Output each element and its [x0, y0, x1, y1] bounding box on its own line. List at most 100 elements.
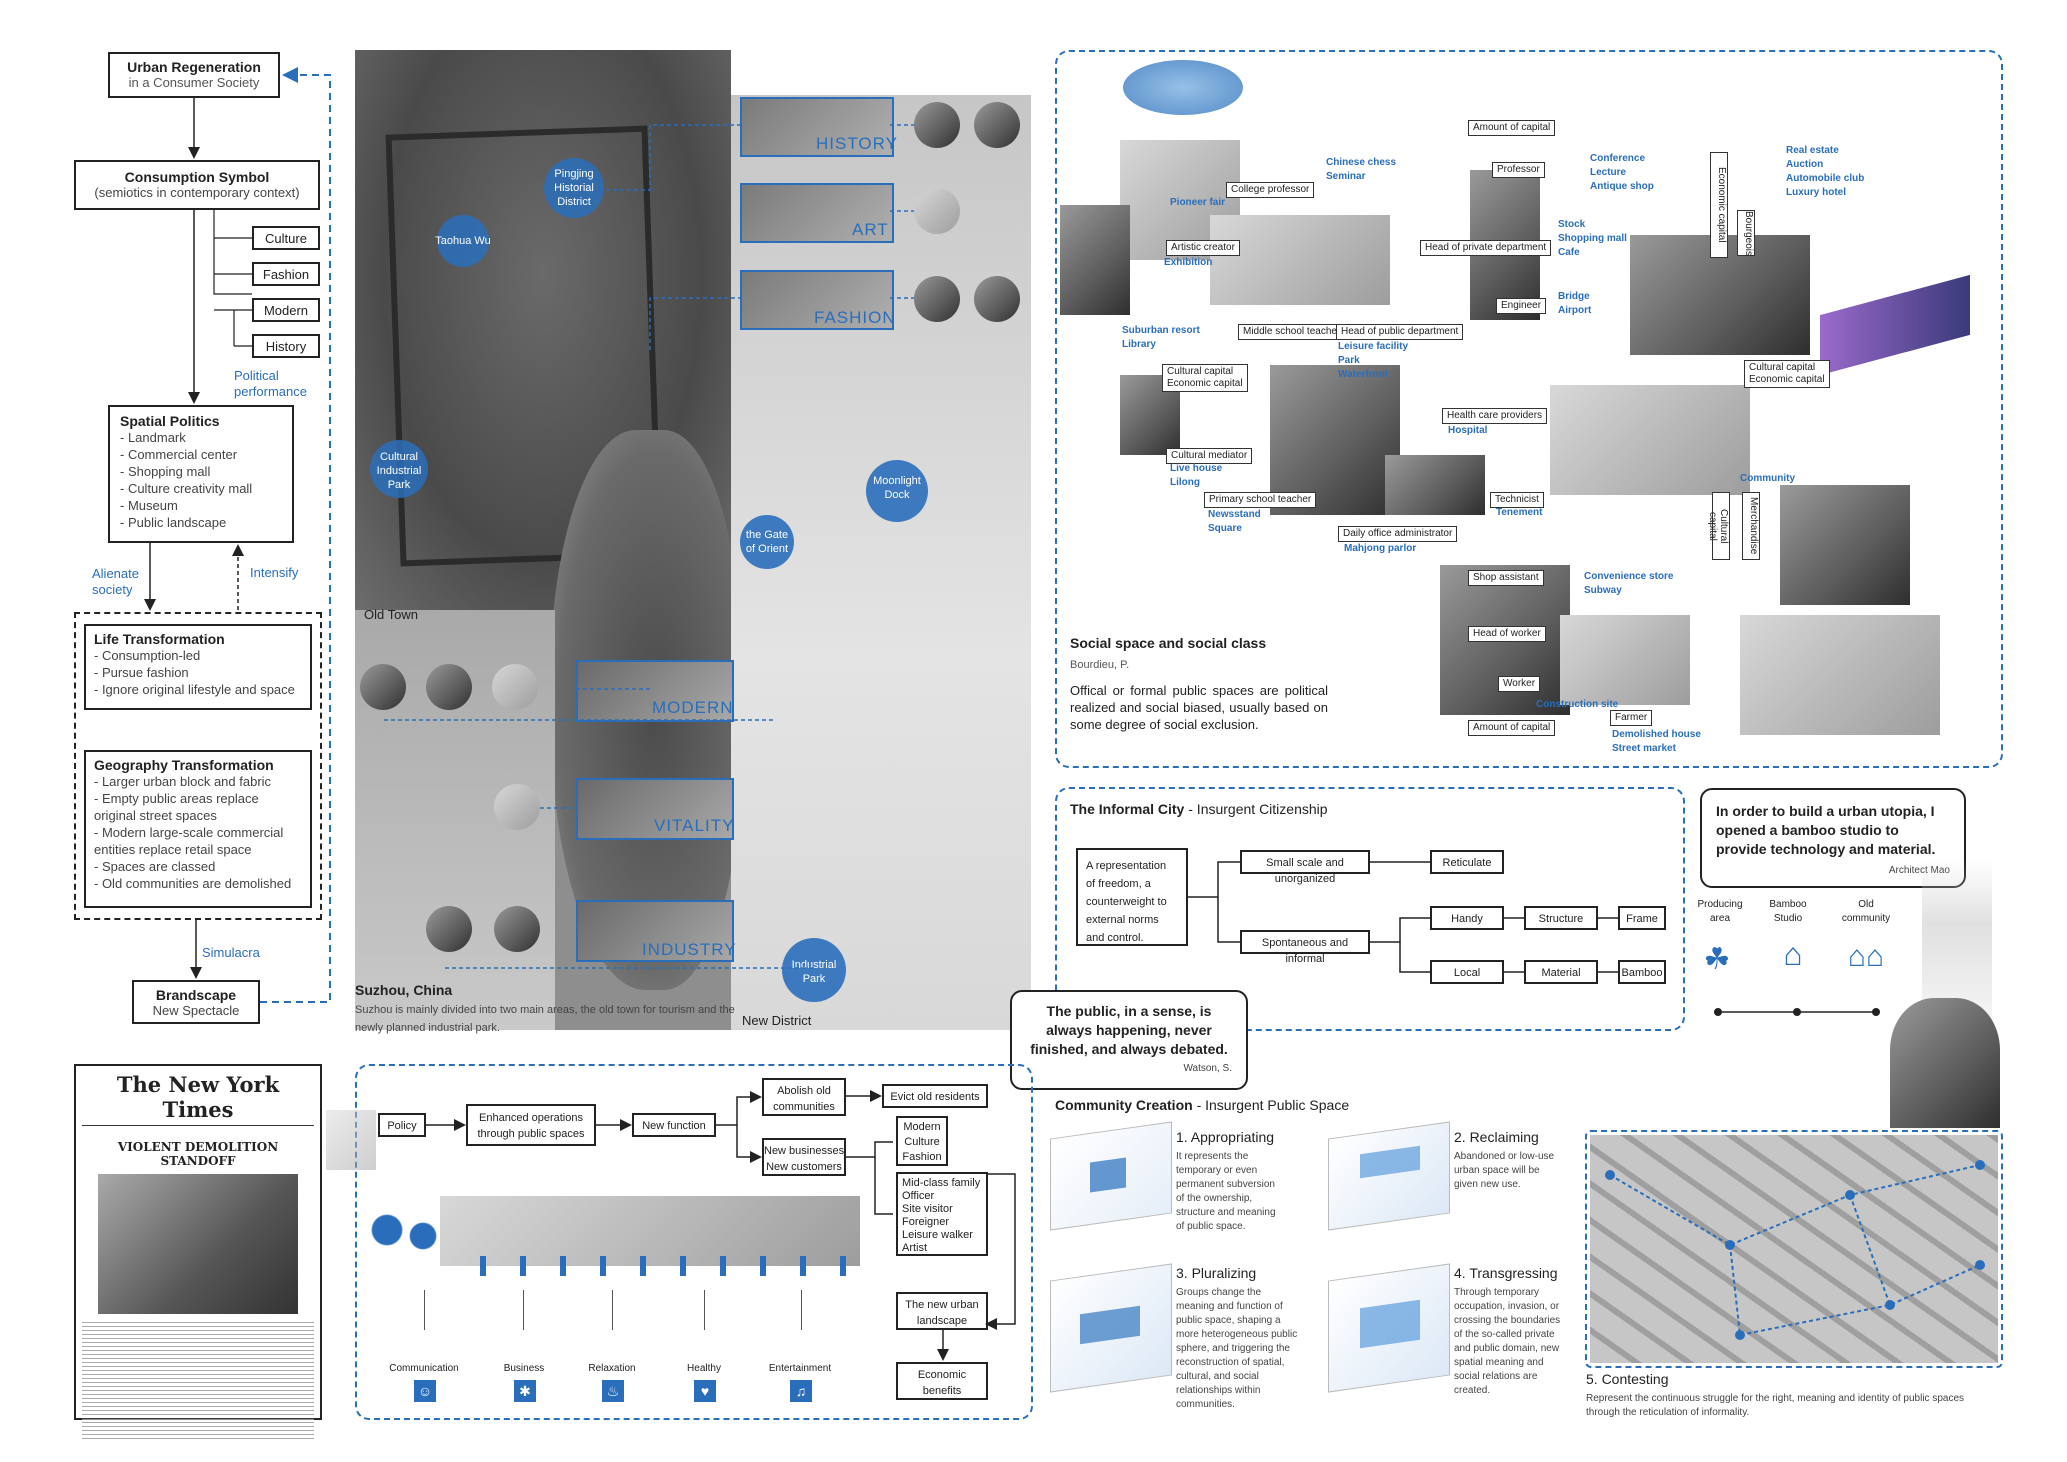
community-title: Community Creation - Insurgent Public Sp… [1055, 1098, 1349, 1112]
intensify-label: Intensify [250, 565, 299, 580]
highway-ribbon [1820, 274, 1970, 376]
modern-photo-1 [360, 664, 406, 710]
quote-architect-mao: In order to build a urban utopia, I open… [1700, 788, 1966, 888]
contesting-panel [1585, 1130, 2003, 1368]
pingjing-label: Pingjing Historial District [554, 168, 594, 208]
life-item: - Ignore original lifestyle and space [94, 682, 295, 697]
spatial-politics-title: Spatial Politics [120, 413, 220, 429]
activity-line [523, 1290, 524, 1330]
contesting-aerial [1590, 1135, 1998, 1363]
mahjong-photo [1385, 455, 1485, 515]
quote2-author: Watson, S. [1183, 1063, 1232, 1074]
tag-history: History [252, 334, 320, 358]
class-cultural-mediator: Cultural mediator [1166, 448, 1253, 464]
bamboo-illustration [1922, 860, 1992, 1020]
fashion-photo-2 [974, 276, 1020, 322]
social-title: Social space and social class [1070, 635, 1267, 651]
industry-photo-2 [494, 906, 540, 952]
informal-small-scale: Small scale and unorganized [1240, 850, 1370, 885]
geo-item: original street spaces [94, 808, 217, 823]
industry-tag: INDUSTRY [642, 940, 737, 959]
place-real-estate: Real estate Auction Automobile club Luxu… [1786, 145, 1865, 198]
class-head-worker: Head of worker [1468, 626, 1546, 642]
art-tag: ART [852, 220, 889, 239]
class-middle-teacher: Middle school teacher [1238, 324, 1346, 340]
flow-modern-culture: Modern Culture Fashion [896, 1116, 948, 1166]
brandscape-sub: New Spectacle [152, 1003, 240, 1018]
informal-handy: Handy [1430, 906, 1504, 930]
appropriating-text: It represents the temporary or even perm… [1176, 1151, 1276, 1232]
vitality-tag: VITALITY [654, 816, 735, 835]
life-item: - Consumption-led [94, 648, 201, 663]
reclaiming-text: Abandoned or low-use urban space will be… [1454, 1151, 1555, 1190]
policy-connectors [426, 1090, 1016, 1361]
fashion-photo-1 [914, 276, 960, 322]
spatial-item: - Museum [120, 498, 178, 513]
quote1-author: Architect Mao [1888, 865, 1950, 876]
tag-modern: Modern [252, 298, 320, 322]
informal-structure: Structure [1524, 906, 1598, 930]
class-worker: Worker [1498, 676, 1541, 692]
activity-communication: Communication [389, 1363, 459, 1374]
newspaper: The New York Times VIOLENT DEMOLITION ST… [74, 1064, 322, 1442]
blue-people-silhouettes [480, 1256, 860, 1276]
place-hospital: Hospital [1448, 425, 1488, 436]
informal-spontaneous: Spontaneous and informal [1240, 930, 1370, 965]
flow-abolish: Abolish old communities [762, 1078, 846, 1116]
healthy-icon: ♥ [694, 1380, 716, 1402]
activity-line [424, 1290, 425, 1330]
mao-label-producing: Producing area [1697, 899, 1743, 924]
street-photo-left [1060, 205, 1130, 315]
class-farmer: Farmer [1610, 710, 1653, 726]
art-photo [914, 188, 960, 234]
informal-bamboo: Bamboo [1618, 960, 1666, 984]
flow-enhanced: Enhanced operations through public space… [466, 1104, 596, 1146]
spatial-item: - Landmark [120, 430, 186, 445]
informal-local: Local [1430, 960, 1504, 984]
geo-item: - Spaces are classed [94, 859, 216, 874]
informal-root: A representation of freedom, a counterwe… [1076, 848, 1188, 946]
social-space-panel [1055, 50, 2003, 768]
reclaiming-title: 2. Reclaiming [1454, 1129, 1539, 1145]
political-performance-label: Political performance [234, 368, 307, 399]
spatial-item: - Culture creativity mall [120, 481, 253, 496]
place-construction: Construction site [1536, 699, 1619, 710]
contesting-text: Represent the continuous struggle for th… [1586, 1393, 1965, 1418]
class-amount-capital-bottom: Amount of capital [1468, 720, 1556, 736]
geo-item: - Larger urban block and fabric [94, 774, 272, 789]
exhibition-photo [1210, 215, 1390, 305]
informal-title: The Informal City - Insurgent Citizenshi… [1070, 802, 1328, 816]
brandscape-title: Brandscape [155, 987, 237, 1003]
place-bridge: Bridge Airport [1558, 291, 1592, 316]
place-community: Community [1740, 473, 1795, 484]
modern-strip [576, 660, 734, 722]
contesting-title: 5. Contesting [1586, 1371, 1669, 1387]
vertical-label-economic: Economic capital [1710, 152, 1728, 258]
map-caption-text: Suzhou is mainly divided into two main a… [355, 1004, 735, 1034]
informal-material: Material [1524, 960, 1598, 984]
social-collage [1060, 55, 2000, 755]
reclaiming-diagram [1328, 1121, 1450, 1231]
class-primary-teacher: Primary school teacher [1204, 492, 1317, 508]
history-tag: HISTORY [816, 134, 898, 153]
tag-fashion: Fashion [252, 262, 320, 286]
place-chess-seminar: Chinese chess Seminar [1326, 157, 1397, 182]
moonlight-label: Moonlight Dock [873, 475, 921, 501]
relaxation-icon: ♨ [602, 1380, 624, 1402]
flow-evict: Evict old residents [882, 1084, 988, 1108]
activity-line [704, 1290, 705, 1330]
district-circle-pingjing [544, 158, 604, 218]
class-capitals-left: Cultural capital Economic capital [1162, 364, 1248, 392]
orient-label: the Gate of Orient [745, 529, 789, 555]
bamboo-icon: ☘ [1703, 943, 1731, 976]
flow-new-function: New function [632, 1113, 716, 1137]
old-town-label: Old Town [364, 607, 418, 622]
informal-title-bold: The Informal City [1070, 801, 1185, 817]
class-college-professor: College professor [1226, 182, 1315, 198]
place-mahjong: Mahjong parlor [1344, 543, 1417, 554]
mao-timeline [1714, 1008, 1880, 1016]
entertainment-icon: ♫ [790, 1380, 812, 1402]
activity-line [801, 1290, 802, 1330]
mao-label-studio: Bamboo Studio [1769, 899, 1807, 924]
place-convenience: Convenience store Subway [1584, 571, 1674, 596]
